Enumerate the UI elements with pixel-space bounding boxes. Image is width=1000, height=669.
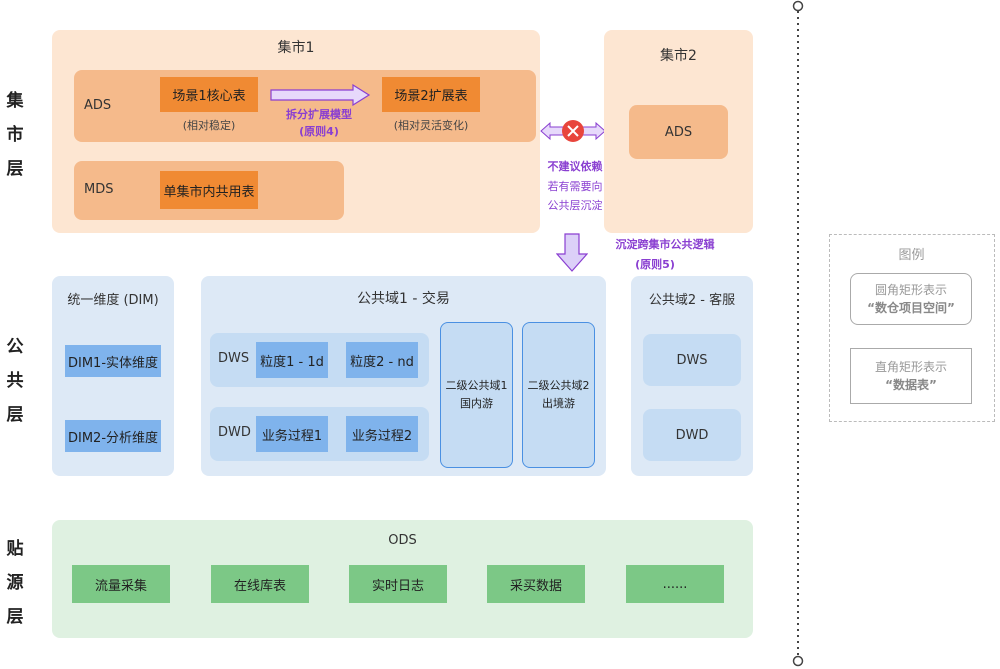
legend-rounded-text: 圆角矩形表示	[874, 283, 947, 297]
ods-source-more: ......	[626, 565, 724, 603]
scene1-core-table: 场景1核心表	[160, 77, 258, 112]
market-layer-label: 集 市 层	[0, 84, 30, 186]
sub-domain1-space: 二级公共域1 国内游	[440, 322, 513, 468]
domain1-zone: 公共域1 - 交易 DWS 粒度1 - 1d 粒度2 - nd DWD 业务过程…	[201, 276, 606, 476]
dwd-label: DWD	[218, 425, 251, 440]
split-principle-label: (原则4)	[299, 125, 339, 138]
legend-rounded-meaning: “数仓项目空间”	[867, 301, 955, 315]
dws-label: DWS	[218, 351, 250, 366]
ads-label: ADS	[84, 98, 112, 113]
mds-label: MDS	[84, 182, 114, 197]
public-layer-label: 公 共 层	[0, 330, 30, 432]
market2-title: 集市2	[660, 48, 697, 64]
legend-rounded-rect: 圆角矩形表示 “数仓项目空间”	[850, 273, 972, 325]
market1-mds-space: MDS 单集市内共用表	[74, 161, 344, 220]
market1-ads-space: ADS 场景1核心表 (相对稳定) 拆分扩展模型 (原则4) 场景2扩展表 (相…	[74, 70, 536, 142]
no-dependency-arrow-icon	[540, 120, 606, 142]
legend-panel: 图例 圆角矩形表示 “数仓项目空间” 直角矩形表示 “数据表”	[829, 234, 995, 422]
scene1-note: (相对稳定)	[182, 119, 236, 132]
domain1-dwd-space: DWD 业务过程1 业务过程2	[210, 407, 429, 461]
divider-line	[792, 0, 804, 667]
dim-entity-table: DIM1-实体维度	[65, 345, 161, 377]
layer-char: 公	[6, 337, 24, 357]
layer-char: 源	[6, 573, 24, 593]
dependency-line3: 公共层沉淀	[547, 199, 603, 212]
domain2-zone: 公共域2 - 客服 DWS DWD	[631, 276, 753, 476]
split-arrow-icon	[270, 84, 371, 106]
dws-grain2-table: 粒度2 - nd	[346, 342, 418, 378]
sub-domain2-name: 出境游	[542, 397, 575, 410]
legend-square-rect: 直角矩形表示 “数据表”	[850, 348, 972, 404]
dwd-process2-table: 业务过程2	[346, 416, 418, 452]
ods-source-realtime-log: 实时日志	[349, 565, 447, 603]
market1-title: 集市1	[277, 40, 315, 56]
layer-char: 共	[6, 371, 24, 391]
dependency-warning: 不建议依赖	[547, 160, 603, 173]
layer-char: 集	[6, 91, 24, 111]
sub-domain2-title: 二级公共域2	[527, 379, 590, 392]
dim-title: 统一维度 (DIM)	[67, 292, 159, 308]
layer-char: 层	[6, 405, 24, 425]
sub-domain1-name: 国内游	[460, 397, 493, 410]
legend-title: 图例	[898, 247, 925, 263]
ods-zone: ODS 流量采集 在线库表 实时日志 采买数据 ......	[52, 520, 753, 638]
legend-square-text: 直角矩形表示	[874, 360, 947, 374]
scene2-extension-table: 场景2扩展表	[382, 77, 480, 112]
layer-char: 层	[6, 607, 24, 627]
sink-principle-label: (原则5)	[635, 258, 675, 271]
ods-title: ODS	[388, 532, 417, 548]
dependency-line2: 若有需要向	[547, 180, 603, 193]
sink-logic-label: 沉淀跨集市公共逻辑	[615, 238, 715, 251]
dwd-process1-table: 业务过程1	[256, 416, 328, 452]
domain2-title: 公共域2 - 客服	[648, 292, 736, 308]
layer-char: 市	[6, 125, 24, 145]
sub-domain2-space: 二级公共域2 出境游	[522, 322, 595, 468]
ods-layer-label: 贴 源 层	[0, 532, 30, 634]
dim-analysis-table: DIM2-分析维度	[65, 420, 161, 452]
market1-zone: 集市1 ADS 场景1核心表 (相对稳定) 拆分扩展模型 (原则4) 场景2扩展…	[52, 30, 540, 233]
ods-source-traffic: 流量采集	[72, 565, 170, 603]
sub-domain1-title: 二级公共域1	[445, 379, 508, 392]
layer-char: 贴	[6, 539, 24, 559]
domain1-dws-space: DWS 粒度1 - 1d 粒度2 - nd	[210, 333, 429, 387]
market2-zone: 集市2 ADS	[604, 30, 753, 233]
domain1-title: 公共域1 - 交易	[357, 291, 450, 307]
domain2-dws-space: DWS	[643, 334, 741, 386]
scene2-note: (相对灵活变化)	[393, 119, 469, 132]
ods-source-purchased: 采买数据	[487, 565, 585, 603]
mds-shared-table: 单集市内共用表	[160, 171, 258, 209]
domain2-dwd-space: DWD	[643, 409, 741, 461]
sink-down-arrow-icon	[556, 233, 588, 272]
layer-char: 层	[6, 159, 24, 179]
ods-source-online-db: 在线库表	[211, 565, 309, 603]
dws-grain1-table: 粒度1 - 1d	[256, 342, 328, 378]
market2-ads-space: ADS	[629, 105, 728, 159]
dim-zone: 统一维度 (DIM) DIM1-实体维度 DIM2-分析维度	[52, 276, 174, 476]
split-model-label: 拆分扩展模型	[286, 108, 352, 121]
legend-square-meaning: “数据表”	[885, 378, 937, 392]
